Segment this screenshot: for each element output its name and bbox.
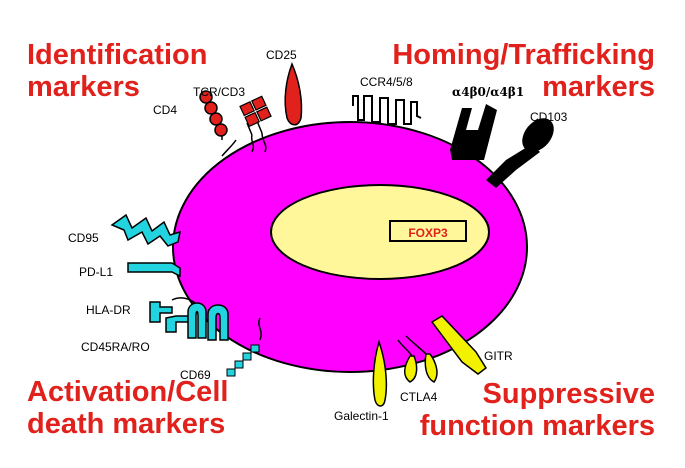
gitr-receptor (430, 315, 488, 375)
integrin-receptor (450, 104, 497, 160)
cd69-label: CD69 (180, 368, 211, 382)
activation-heading: Activation/Cell death markers (27, 376, 228, 440)
cd45-label: CD45RA/RO (81, 340, 150, 354)
integrin-label: α4β0/α4β1 (452, 85, 525, 99)
cd95-receptor (110, 213, 181, 247)
cd45-receptor (187, 302, 229, 341)
activation-heading-line1: Activation/Cell (27, 376, 229, 408)
nucleus (270, 184, 490, 280)
ccr-receptor (352, 95, 422, 125)
cd4-label: CD4 (153, 103, 178, 117)
homing-heading-line2: markers (542, 71, 655, 103)
activation-heading-line2: death markers (27, 408, 226, 440)
identification-heading-line1: Identification (27, 39, 208, 71)
pdl1-label: PD-L1 (79, 265, 114, 279)
ctla4-receptor (397, 335, 438, 383)
cd95-label: CD95 (68, 231, 99, 245)
identification-heading: Identification markers (27, 39, 207, 103)
tcr-cd3-receptor (239, 95, 272, 153)
ctla4-label: CTLA4 (400, 390, 438, 404)
suppressive-heading: Suppressive function markers (420, 378, 655, 442)
cd4-receptor (199, 90, 237, 157)
homing-heading-line1: Homing/Trafficking (392, 39, 655, 71)
foxp3-box: FOXP3 (389, 220, 467, 242)
cd103-label: CD103 (530, 110, 568, 124)
cd69-receptor (226, 317, 262, 377)
cd25-label: CD25 (266, 48, 297, 62)
cd103-receptor (486, 118, 554, 188)
ccr-label: CCR4/5/8 (360, 75, 413, 89)
cd25-receptor (284, 62, 303, 126)
hladr-label: HLA-DR (86, 303, 131, 317)
homing-heading: Homing/Trafficking markers (392, 39, 655, 103)
identification-heading-line2: markers (27, 71, 140, 103)
galectin-label: Galectin-1 (334, 409, 389, 423)
galectin-receptor (372, 339, 388, 407)
suppressive-heading-line2: function markers (419, 410, 655, 442)
pdl1-receptor (127, 262, 181, 278)
suppressive-heading-line1: Suppressive (482, 378, 655, 410)
tcr-cd3-label: TCR/CD3 (193, 85, 246, 99)
gitr-label: GITR (484, 349, 513, 363)
